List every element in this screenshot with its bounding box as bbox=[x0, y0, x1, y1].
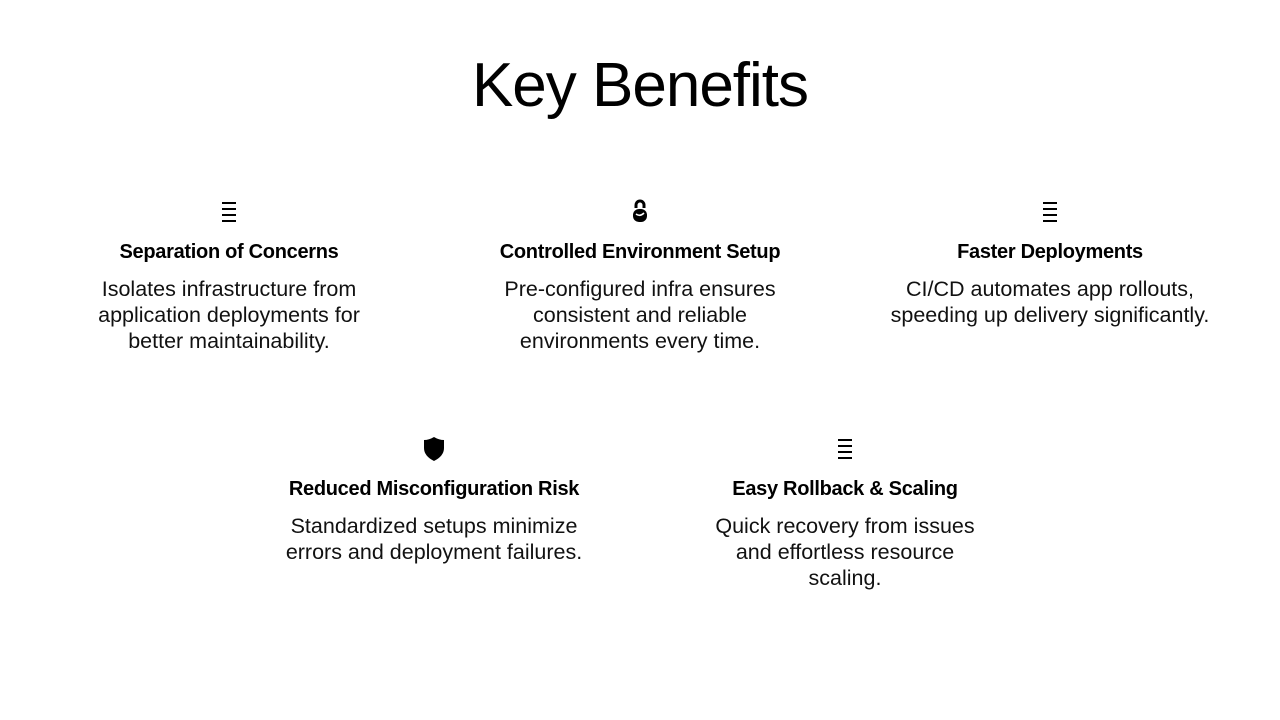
benefit-description: CI/CD automates app rollouts, speeding u… bbox=[890, 277, 1210, 327]
menu-lines-icon bbox=[880, 198, 1220, 226]
benefit-card-easy-rollback-scaling: Easy Rollback & Scaling Quick recovery f… bbox=[675, 435, 1015, 591]
lock-link-icon bbox=[470, 198, 810, 226]
benefit-title: Controlled Environment Setup bbox=[499, 241, 781, 263]
benefit-title: Easy Rollback & Scaling bbox=[732, 478, 958, 500]
benefit-description: Standardized setups minimize errors and … bbox=[285, 514, 583, 564]
shield-icon bbox=[264, 435, 604, 463]
benefit-card-faster-deployments: Faster Deployments CI/CD automates app r… bbox=[880, 198, 1220, 328]
benefit-description: Quick recovery from issues and effortles… bbox=[715, 514, 975, 590]
benefit-title: Separation of Concerns bbox=[119, 241, 339, 263]
menu-lines-icon bbox=[59, 198, 399, 226]
benefit-title: Faster Deployments bbox=[957, 241, 1143, 263]
menu-lines-icon bbox=[675, 435, 1015, 463]
page-title: Key Benefits bbox=[471, 51, 809, 120]
benefit-title: Reduced Misconfiguration Risk bbox=[288, 478, 580, 500]
benefit-card-reduced-misconfiguration-risk: Reduced Misconfiguration Risk Standardiz… bbox=[264, 435, 604, 565]
benefit-description: Isolates infrastructure from application… bbox=[98, 277, 360, 353]
benefit-card-separation-of-concerns: Separation of Concerns Isolates infrastr… bbox=[59, 198, 399, 354]
benefit-card-controlled-environment-setup: Controlled Environment Setup Pre-configu… bbox=[470, 198, 810, 354]
benefit-description: Pre-configured infra ensures consistent … bbox=[504, 277, 776, 353]
